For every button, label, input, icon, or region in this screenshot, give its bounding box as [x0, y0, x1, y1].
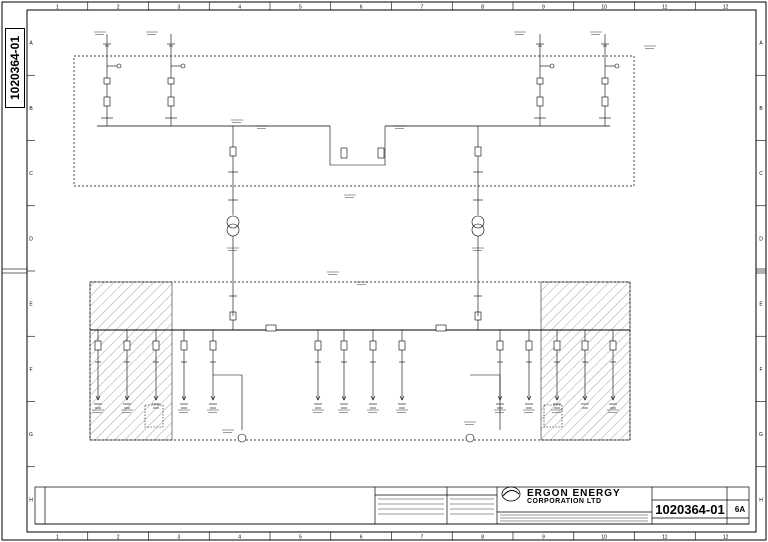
column-label: 12 [723, 535, 729, 541]
column-label: 7 [420, 535, 423, 541]
row-label: G [759, 432, 763, 438]
column-label: 5 [299, 535, 302, 541]
column-label: 9 [542, 535, 545, 541]
column-label: 12 [723, 5, 729, 11]
column-label: 10 [601, 5, 607, 11]
column-label: 3 [177, 5, 180, 11]
logo-icon [501, 486, 521, 502]
column-label: 9 [542, 5, 545, 11]
transformer-icon [471, 215, 485, 237]
row-label: C [29, 171, 33, 177]
company-name-line2: CORPORATION LTD [527, 498, 602, 505]
row-label: D [29, 236, 33, 242]
row-label: E [29, 302, 33, 308]
column-label: 11 [662, 535, 667, 541]
column-label: 4 [238, 535, 241, 541]
row-label: F [29, 367, 32, 373]
column-label: 3 [177, 535, 180, 541]
column-label: 10 [601, 535, 607, 541]
row-label: A [759, 41, 763, 47]
row-label: B [759, 106, 763, 112]
generator-icon [237, 433, 475, 443]
row-label: D [759, 236, 763, 242]
row-label: F [759, 367, 762, 373]
column-label: 6 [360, 5, 363, 11]
column-label: 4 [238, 5, 241, 11]
company-name: ERGON ENERGY [527, 488, 621, 499]
row-label: H [29, 497, 33, 503]
column-label: 7 [420, 5, 423, 11]
column-label: 8 [481, 535, 484, 541]
column-label: 11 [662, 5, 667, 11]
column-label: 2 [117, 535, 120, 541]
column-label: 1 [56, 535, 59, 541]
revision-code: 6A [734, 505, 746, 514]
drawing-number-side-text: 1020364-01 [8, 35, 22, 101]
row-label: H [759, 497, 763, 503]
drawing-number-side: 1020364-01 [5, 28, 25, 108]
row-label: B [29, 106, 33, 112]
column-label: 1 [56, 5, 59, 11]
column-label: 8 [481, 5, 484, 11]
row-label: A [29, 41, 33, 47]
row-label: G [29, 432, 33, 438]
drawing-number: 1020364-01 [655, 502, 725, 517]
row-label: C [759, 171, 763, 177]
transformer-icon [226, 215, 240, 237]
column-label: 2 [117, 5, 120, 11]
row-label: E [759, 302, 763, 308]
column-label: 5 [299, 5, 302, 11]
column-label: 6 [360, 535, 363, 541]
